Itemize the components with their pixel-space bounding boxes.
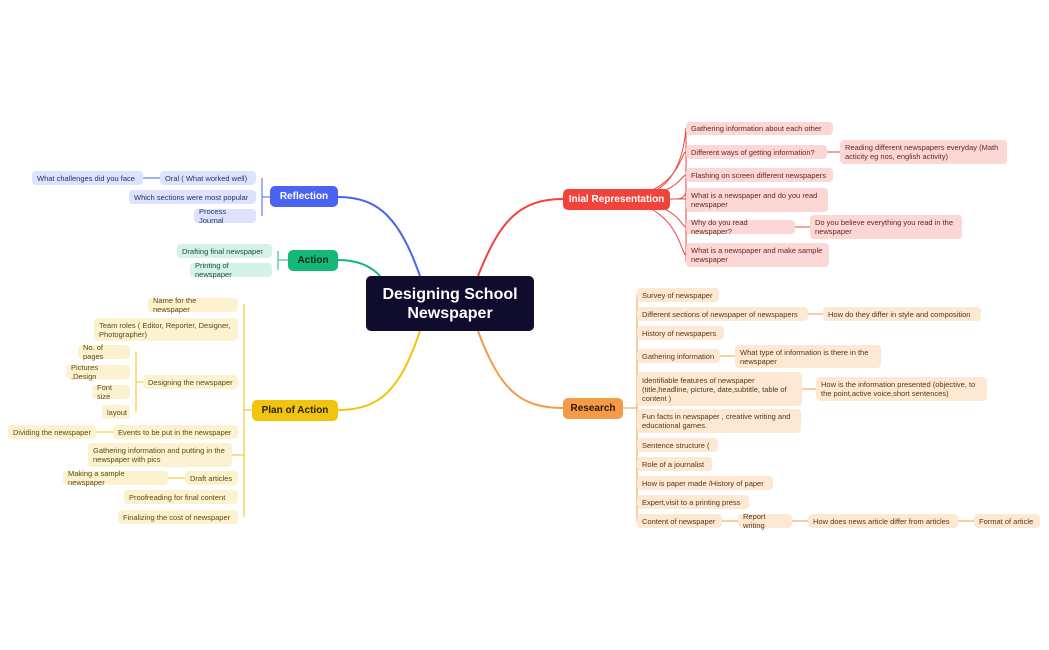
subtopic[interactable]: Different sections of newspaper of newsp… bbox=[637, 307, 808, 321]
subtopic[interactable]: Format of article bbox=[974, 514, 1040, 528]
subtopic[interactable]: How do they differ in style and composit… bbox=[823, 307, 981, 321]
subtopic[interactable]: Expert,visit to a printing press bbox=[637, 495, 749, 509]
subtopic[interactable]: Proofreading for final content bbox=[124, 490, 238, 504]
subtopic[interactable]: Gathering information bbox=[637, 349, 720, 363]
subtopic[interactable]: Survey of newspaper bbox=[637, 288, 719, 302]
topic-research[interactable]: Research bbox=[563, 398, 623, 419]
subtopic[interactable]: No. of pages bbox=[78, 343, 130, 361]
subtopic[interactable]: Process Journal bbox=[194, 207, 256, 225]
subtopic[interactable]: What type of information is there in the… bbox=[735, 345, 881, 368]
subtopic[interactable]: Making a sample newspaper bbox=[63, 469, 168, 487]
subtopic[interactable]: Sentence structure ( bbox=[637, 438, 718, 452]
subtopic[interactable]: Finalizing the cost of newspaper bbox=[118, 510, 238, 524]
subtopic[interactable]: Dividing the newspaper bbox=[8, 425, 96, 439]
subtopic[interactable]: Font size bbox=[92, 383, 130, 401]
subtopic[interactable]: Do you believe everything you read in th… bbox=[810, 215, 962, 239]
topic-reflection[interactable]: Reflection bbox=[270, 186, 338, 207]
subtopic[interactable]: Drafting final newspaper bbox=[177, 244, 272, 258]
subtopic[interactable]: Which sections were most popular bbox=[129, 190, 256, 204]
subtopic[interactable]: What is a newspaper and do you read news… bbox=[686, 188, 828, 212]
subtopic[interactable]: Draft articles bbox=[185, 471, 238, 485]
subtopic[interactable]: Events to be put in the newspaper bbox=[113, 425, 238, 439]
subtopic[interactable]: Content of newspaper bbox=[637, 514, 722, 528]
subtopic[interactable]: Report writing bbox=[738, 512, 792, 530]
topic-initial-representation[interactable]: Inial Representation bbox=[563, 189, 670, 210]
subtopic[interactable]: Reading different newspapers everyday (M… bbox=[840, 140, 1007, 164]
subtopic[interactable]: Role of a journalist bbox=[637, 457, 712, 471]
subtopic[interactable]: Gathering information and putting in the… bbox=[88, 443, 232, 467]
subtopic[interactable]: Printing of newspaper bbox=[190, 261, 272, 279]
topic-action[interactable]: Action bbox=[288, 250, 338, 271]
subtopic[interactable]: Oral ( What worked well) bbox=[160, 171, 256, 185]
subtopic[interactable]: Gathering information about each other bbox=[686, 122, 833, 135]
subtopic[interactable]: Name for the newspaper bbox=[148, 296, 238, 314]
subtopic[interactable]: How is the information presented (object… bbox=[816, 377, 987, 401]
subtopic[interactable]: Team roles ( Editor, Reporter, Designer,… bbox=[94, 318, 238, 341]
subtopic[interactable]: What challenges did you face bbox=[32, 171, 143, 185]
subtopic[interactable]: Pictures ,Design bbox=[66, 363, 130, 381]
central-topic[interactable]: Designing School Newspaper bbox=[366, 276, 534, 331]
subtopic[interactable]: Identifiable features of newspaper (titl… bbox=[637, 372, 802, 406]
subtopic[interactable]: How does news article differ from articl… bbox=[808, 514, 958, 528]
subtopic[interactable]: History of newspapers bbox=[637, 326, 724, 340]
subtopic[interactable]: Different ways of getting information? bbox=[686, 145, 827, 159]
subtopic[interactable]: What is a newspaper and make sample news… bbox=[686, 243, 829, 267]
subtopic[interactable]: Designing the newspaper bbox=[143, 375, 238, 389]
subtopic[interactable]: Why do you read newspaper? bbox=[686, 218, 795, 236]
subtopic[interactable]: Flashing on screen different newspapers bbox=[686, 168, 833, 182]
subtopic[interactable]: How is paper made /History of paper bbox=[637, 476, 773, 490]
subtopic[interactable]: Fun facts in newspaper , creative writin… bbox=[637, 409, 801, 433]
topic-plan-of-action[interactable]: Plan of Action bbox=[252, 400, 338, 421]
subtopic[interactable]: layout bbox=[102, 405, 130, 419]
